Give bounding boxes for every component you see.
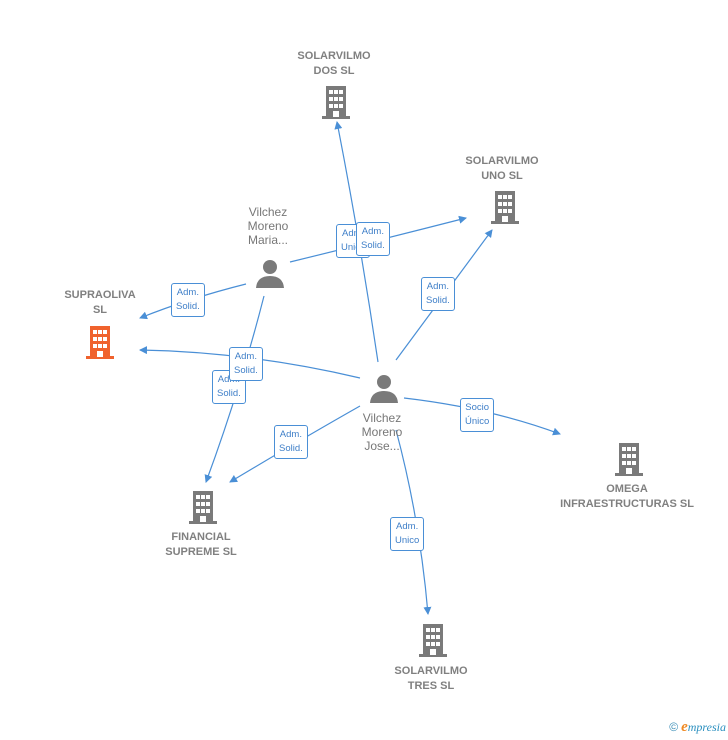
building-icon-solarvilmo-dos[interactable] xyxy=(320,84,352,120)
label-line: TRES SL xyxy=(407,680,455,692)
edge-label-jose-uno: Adm. Solid. xyxy=(421,277,455,311)
edge-label-line: Adm. xyxy=(234,351,257,362)
edge-label-jose-financial: Adm. Solid. xyxy=(274,425,308,459)
edge-label-line: Unico xyxy=(341,242,366,253)
edge-label-line: Adm. xyxy=(176,287,199,298)
person-icon-maria[interactable] xyxy=(255,258,285,290)
person-icon-jose[interactable] xyxy=(369,373,399,405)
building-icon-solarvilmo-uno[interactable] xyxy=(489,189,521,225)
edge-label-line: Solid. xyxy=(176,301,200,312)
building-icon-supraoliva[interactable] xyxy=(84,324,116,360)
building-icon-solarvilmo-tres[interactable] xyxy=(417,622,449,658)
label-maria[interactable]: Vilchez Moreno Maria... xyxy=(228,205,308,247)
label-line: DOS SL xyxy=(313,65,355,77)
edge-label-maria-supraoliva: Adm. Solid. xyxy=(171,283,205,317)
edge-label-line: Solid. xyxy=(361,240,385,251)
edge-label-line: Adm. xyxy=(279,429,302,440)
label-line: Vilchez xyxy=(248,205,288,219)
label-line: OMEGA xyxy=(606,483,648,495)
building-icon-omega[interactable] xyxy=(613,441,645,477)
empresia-logo[interactable]: ©empresia xyxy=(669,719,726,736)
edge-label-line: Socio xyxy=(465,402,490,413)
label-line: INFRAESTRUCTURAS SL xyxy=(560,498,694,510)
edge-label-line: Adm. xyxy=(426,281,449,292)
label-financial[interactable]: FINANCIAL SUPREME SL xyxy=(141,530,261,560)
edge-label-line: Unico xyxy=(395,535,420,546)
copyright-symbol: © xyxy=(669,720,679,734)
label-line: Vilchez xyxy=(362,411,402,425)
edge-label-maria-uno: Adm. Solid. xyxy=(356,222,390,256)
label-line: Moreno xyxy=(361,425,403,439)
label-solarvilmo-dos[interactable]: SOLARVILMO DOS SL xyxy=(284,49,384,79)
edge-label-line: Adm. xyxy=(342,228,365,239)
label-line: SUPREME SL xyxy=(165,546,237,558)
label-line: Jose... xyxy=(364,439,400,453)
edge-label-jose-omega: Socio Único xyxy=(460,398,495,432)
label-solarvilmo-uno[interactable]: SOLARVILMO UNO SL xyxy=(452,154,552,184)
label-line: SOLARVILMO xyxy=(297,50,371,62)
edge-label-line: Solid. xyxy=(279,443,303,454)
brand-name: mpresia xyxy=(687,720,726,734)
edge-label-line: Solid. xyxy=(217,388,241,399)
edge-label-jose-supraoliva: Adm. Solid. xyxy=(229,347,263,381)
edge-label-line: Solid. xyxy=(426,295,450,306)
label-line: SUPRAOLIVA xyxy=(64,289,136,301)
label-omega[interactable]: OMEGA INFRAESTRUCTURAS SL xyxy=(552,482,702,512)
label-supraoliva[interactable]: SUPRAOLIVA SL xyxy=(50,288,150,318)
label-solarvilmo-tres[interactable]: SOLARVILMO TRES SL xyxy=(381,664,481,694)
label-line: FINANCIAL xyxy=(171,531,231,543)
edge-label-line: Adm. xyxy=(217,373,241,387)
edge-label-jose-tres: Adm. Unico xyxy=(390,517,425,551)
edge-label-maria-financial: Adm. Solid. xyxy=(212,370,246,404)
label-line: Moreno xyxy=(247,219,289,233)
edge-label-line: Solid. xyxy=(234,365,258,376)
building-icon-financial[interactable] xyxy=(187,489,219,525)
brand-e: e xyxy=(681,719,688,735)
label-line: Maria... xyxy=(247,233,288,247)
edge-label-line: Único xyxy=(465,416,490,427)
label-line: SL xyxy=(92,304,108,316)
label-jose[interactable]: Vilchez Moreno Jose... xyxy=(342,411,422,453)
edge-label-line: Adm. xyxy=(396,521,419,532)
edge-label-line: Adm. xyxy=(361,226,384,237)
label-line: SOLARVILMO xyxy=(465,155,539,167)
label-line: SOLARVILMO xyxy=(394,665,468,677)
label-line: UNO SL xyxy=(481,170,523,182)
